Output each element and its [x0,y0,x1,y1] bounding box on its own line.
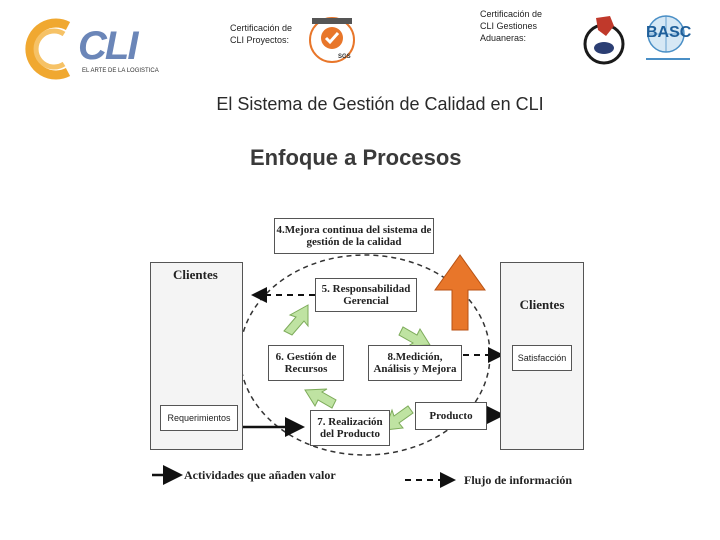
slide-title: El Sistema de Gestión de Calidad en CLI [216,94,544,114]
satisfaction-label: Satisfacción [517,353,567,363]
green-arrow-6-7 [304,388,337,409]
basc-globe-icon [646,15,690,60]
clients-right-label: Clientes [519,297,565,312]
cert-proyectos-text: Certificación de CLI Proyectos: [230,23,293,45]
process-4-label: 4.Mejora continua del sistema de gestión… [276,224,432,248]
sgs-seal-icon [309,17,355,63]
basc-logo: BASC [640,14,696,64]
green-arrow-5-6 [283,304,309,336]
oea-seal-icon [583,16,625,65]
process-5-label: 5. Responsabilidad Gerencial [321,283,411,307]
clients-left-label: Clientes [173,267,218,282]
process-5-box: 5. Responsabilidad Gerencial [315,278,417,312]
process-8-label: 8.Medición, Análisis y Mejora [373,351,457,375]
legend-info-text: Flujo de información [464,473,572,487]
process-6-label: 6. Gestión de Recursos [275,351,337,375]
requirements-box: Requerimientos [160,405,238,431]
process-6-box: 6. Gestión de Recursos [268,345,344,381]
cli-logo-mark [25,18,71,80]
process-4-box: 4.Mejora continua del sistema de gestión… [274,218,434,254]
product-label: Producto [429,410,473,422]
cli-logo-text: CLI [78,24,138,68]
improvement-arrow [434,254,486,331]
sgs-seal: SGS [308,16,356,64]
cli-logo-subtitle: EL ARTE DE LA LOGISTICA [82,68,159,74]
legend-value-text: Actividades que añaden valor [184,468,336,482]
product-box: Producto [415,402,487,430]
process-7-box: 7. Realización del Producto [310,410,390,446]
satisfaction-box: Satisfacción [512,345,572,371]
cli-logo: CLI EL ARTE DE LA LOGISTICA [16,18,166,80]
oea-seal [582,14,626,66]
cert-aduaneras-text: Certificación de CLI Gestiones Aduaneras… [480,9,543,43]
green-arrow-8-5 [398,326,431,347]
process-8-box: 8.Medición, Análisis y Mejora [368,345,462,381]
green-arrow-7-product [384,405,414,431]
sgs-label: SGS [338,54,351,60]
diagram-title: Enfoque a Procesos [250,145,462,170]
process-7-label: 7. Realización del Producto [317,416,383,440]
basc-label: BASC [646,24,692,41]
requirements-label: Requerimientos [167,413,231,423]
